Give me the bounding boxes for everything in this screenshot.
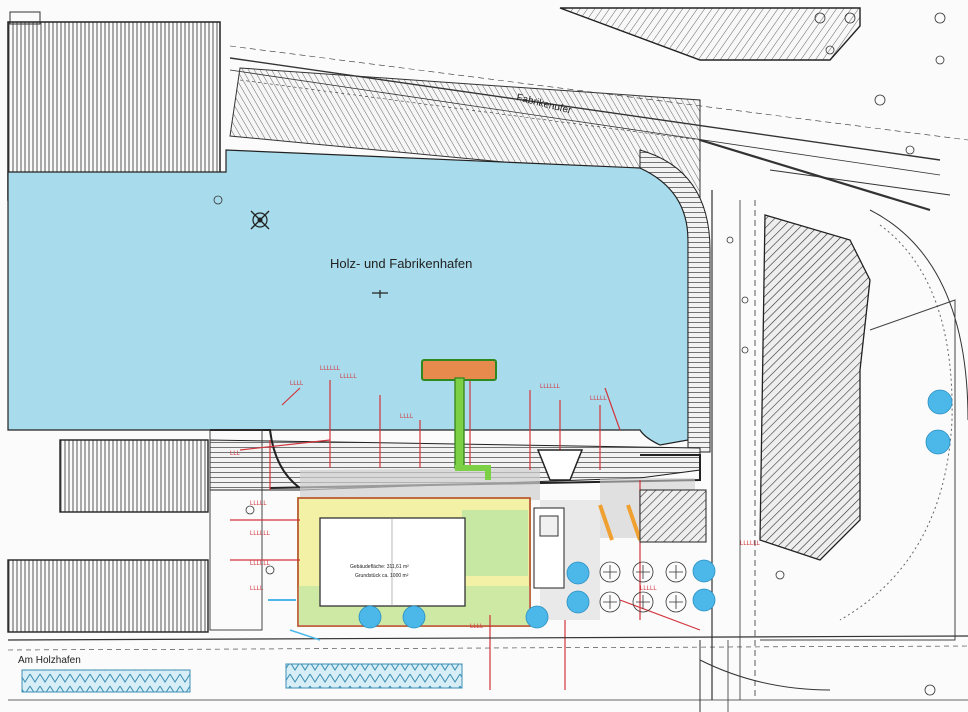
tree-symbol-icon [566, 561, 590, 585]
svg-text:LLLL: LLLL [290, 381, 304, 387]
building-east [759, 214, 871, 561]
building-info-line1: Gebäudefläche: 311,61 m² [350, 564, 409, 570]
tree-symbol-icon [927, 389, 953, 415]
north-arrow-icon [250, 210, 270, 230]
tree-symbol-icon [525, 605, 549, 629]
svg-text:LLLLLL: LLLLLL [740, 541, 761, 547]
pier-walkway [454, 377, 465, 469]
street-label-am-holzhafen: Am Holzhafen [18, 655, 81, 666]
railing-mid [285, 663, 463, 689]
railing-left [21, 669, 191, 693]
svg-text:LLLLL: LLLLL [590, 396, 607, 402]
warehouse-top-left [7, 21, 221, 201]
svg-text:LLLL: LLLL [250, 586, 264, 592]
warehouse-left-2 [7, 559, 209, 633]
warehouse-left-1 [59, 439, 209, 513]
harbor-basin [7, 149, 689, 446]
svg-text:LLLLL: LLLLL [340, 374, 357, 380]
pontoon [421, 359, 497, 381]
tree-symbol-icon [358, 605, 382, 629]
east-road [711, 190, 756, 700]
tree-symbol-icon [402, 605, 426, 629]
svg-text:LLLLL: LLLLL [250, 501, 267, 507]
trees-existing [599, 561, 687, 613]
planned-building [319, 517, 466, 607]
svg-text:LLLLLL: LLLLLL [250, 531, 271, 537]
curved-path-east [869, 209, 968, 421]
street-fabrikenufer [229, 45, 968, 212]
tree-symbol-icon [566, 590, 590, 614]
svg-text:LLLL: LLLL [470, 624, 484, 630]
svg-text:LLL: LLL [230, 451, 241, 457]
bollard-icon [372, 290, 388, 298]
tree-symbol-icon [925, 429, 951, 455]
svg-text:LLLLLL: LLLLLL [250, 561, 271, 567]
pavement-zone [300, 468, 540, 502]
svg-text:LLLLLL: LLLLLL [320, 366, 341, 372]
tree-symbol-icon [692, 588, 716, 612]
svg-text:LLLL: LLLL [400, 414, 414, 420]
markup-redlines [230, 365, 701, 690]
harbor-label: Holz- und Fabrikenhafen [330, 256, 472, 271]
trees-blue [358, 389, 953, 629]
street-am-holzhafen [7, 635, 968, 712]
svg-text:LLLLL: LLLLL [640, 586, 657, 592]
svg-text:LLLLLL: LLLLLL [540, 384, 561, 390]
quay-stairs-east [639, 149, 711, 453]
building-top-right [559, 7, 861, 61]
tree-symbol-icon [692, 559, 716, 583]
building-info-line2: Grundstück ca. 1000 m² [355, 573, 409, 579]
